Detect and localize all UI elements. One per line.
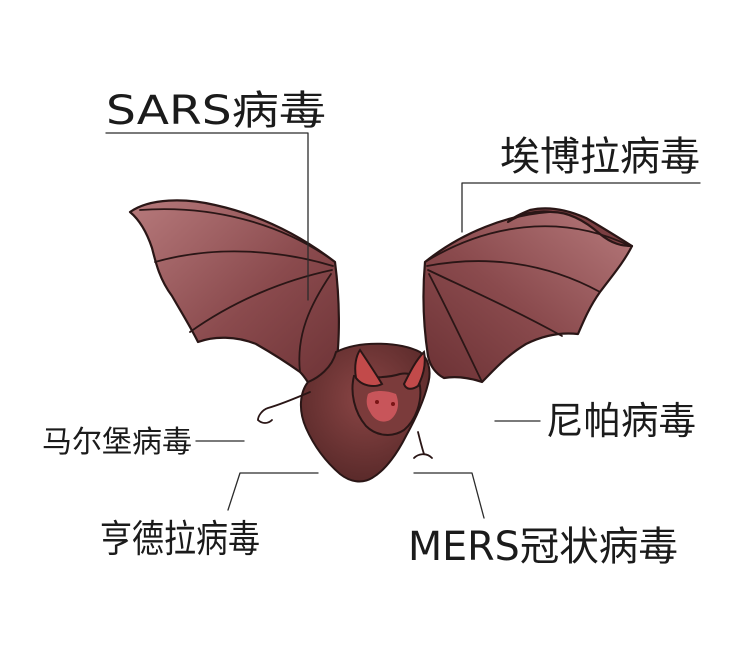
left-hind-leg bbox=[257, 391, 311, 421]
left-eye bbox=[375, 400, 379, 404]
bat-illustration bbox=[128, 199, 634, 483]
label-hendra: 亨德拉病毒 bbox=[100, 517, 260, 561]
leader-ebola bbox=[461, 182, 701, 233]
right-wing bbox=[422, 210, 634, 384]
leader-mers bbox=[413, 472, 485, 519]
right-wing-bone-4 bbox=[428, 273, 483, 383]
right-eye bbox=[391, 402, 395, 406]
left-wing-bone-4 bbox=[298, 273, 332, 373]
right-claw bbox=[413, 453, 433, 459]
left-ear bbox=[354, 348, 384, 387]
virus-labels: SARS病毒 埃博拉病毒 马尔堡病毒 尼帕病毒 亨德拉病毒 MERS冠状病毒 bbox=[42, 88, 700, 570]
label-nipah: 尼帕病毒 bbox=[546, 399, 696, 443]
leader-sars bbox=[105, 132, 309, 301]
label-ebola: 埃博拉病毒 bbox=[500, 134, 700, 180]
label-marburg: 马尔堡病毒 bbox=[42, 425, 192, 460]
right-wing-bone-2 bbox=[426, 260, 601, 293]
left-wing-bone-1 bbox=[139, 208, 336, 263]
label-sars: SARS病毒 bbox=[106, 88, 326, 134]
right-wing-bone-3 bbox=[427, 269, 563, 337]
left-claw bbox=[257, 419, 273, 424]
left-wing-bone-2 bbox=[154, 250, 334, 267]
right-hind-leg bbox=[417, 431, 425, 455]
label-mers: MERS冠状病毒 bbox=[408, 524, 678, 570]
right-ear bbox=[402, 349, 426, 390]
bat-face bbox=[366, 391, 398, 422]
right-wing-bone-1 bbox=[424, 225, 631, 263]
leader-lines bbox=[105, 132, 701, 519]
leader-hendra bbox=[227, 472, 319, 511]
left-wing-bone-3 bbox=[189, 269, 333, 333]
